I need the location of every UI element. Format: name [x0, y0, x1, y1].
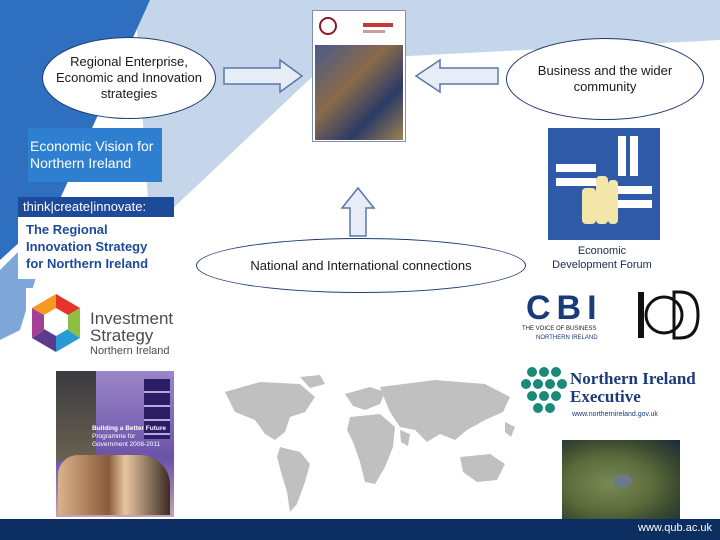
innovation-line3: for Northern Ireland	[26, 256, 149, 271]
logo-ni-executive: Northern Ireland Executive www.northerni…	[520, 362, 708, 426]
node-business-community: Business and the wider community	[506, 38, 704, 120]
cbi-region: NORTHERN IRELAND	[536, 335, 598, 341]
iod-logo-icon	[638, 290, 700, 340]
light-blue-wedge	[135, 0, 720, 230]
tile-economic-development-forum	[548, 128, 660, 240]
satellite-lough	[614, 474, 632, 488]
hands-logo-icon	[556, 136, 652, 224]
investment-line2: Strategy	[90, 326, 154, 345]
edf-line1: Economic	[577, 245, 627, 257]
document-logo-icon	[319, 17, 337, 35]
logo-cbi: CBI THE VOICE OF BUSINESS NORTHERN IRELA…	[520, 288, 618, 346]
center-document	[312, 10, 406, 142]
pfg-photo-children	[58, 455, 170, 515]
tile-innovation-strategy: think|create|innovate: The Regional Inno…	[18, 197, 174, 279]
node-regional-strategies: Regional Enterprise, Economic and Innova…	[42, 37, 216, 119]
arrow-left-to-center	[223, 58, 304, 94]
document-subtitle-mark	[363, 30, 385, 33]
pfg-line3: Government 2008-2011	[92, 441, 161, 448]
tile-investment-strategy: Investment Strategy Northern Ireland	[26, 288, 184, 360]
node-national-label: National and International connections	[250, 257, 472, 273]
cbi-tagline: THE VOICE OF BUSINESS	[522, 326, 597, 332]
world-map	[225, 375, 515, 512]
pfg-photo-top	[56, 371, 96, 461]
pfg-grid-squares	[144, 379, 170, 439]
investment-line1: Investment	[90, 309, 174, 328]
tile-programme-for-government: Building a Better Future Programme for G…	[56, 371, 174, 517]
executive-line2: Executive	[570, 387, 641, 406]
investment-line3: Northern Ireland	[90, 345, 170, 357]
logo-iod	[634, 288, 700, 342]
arrow-up-to-center	[340, 186, 376, 237]
footer-url[interactable]: www.qub.ac.uk	[638, 522, 712, 534]
edf-caption: Economic Development Forum	[530, 244, 674, 272]
econ-vision-line1: Economic Vision for	[30, 138, 154, 154]
executive-line1: Northern Ireland	[570, 369, 696, 388]
innovation-line1: The Regional	[26, 222, 108, 237]
hexagon-logo-icon	[32, 294, 80, 352]
satellite-image	[562, 440, 680, 520]
edf-line2: Development Forum	[552, 259, 652, 271]
pfg-line2: Programme for	[92, 433, 136, 440]
node-regional-label: Regional Enterprise, Economic and Innova…	[56, 54, 202, 101]
document-photo-collage	[315, 45, 403, 140]
cbi-logo-text: CBI	[526, 289, 603, 327]
arrow-right-to-center	[414, 58, 499, 94]
executive-logo-icon	[521, 367, 567, 413]
node-national-connections: National and International connections	[196, 238, 526, 293]
econ-vision-line2: Northern Ireland	[30, 155, 132, 171]
tile-economic-vision: Economic Vision for Northern Ireland	[28, 128, 162, 182]
innovation-line2: Innovation Strategy	[26, 239, 148, 254]
executive-url: www.northernireland.gov.uk	[572, 411, 658, 418]
pfg-line1: Building a Better Future	[92, 425, 167, 432]
footer-bar: www.qub.ac.uk	[0, 519, 720, 540]
innovation-header: think|create|innovate:	[18, 197, 174, 217]
node-business-label: Business and the wider community	[537, 63, 673, 94]
document-title-mark	[363, 23, 393, 27]
